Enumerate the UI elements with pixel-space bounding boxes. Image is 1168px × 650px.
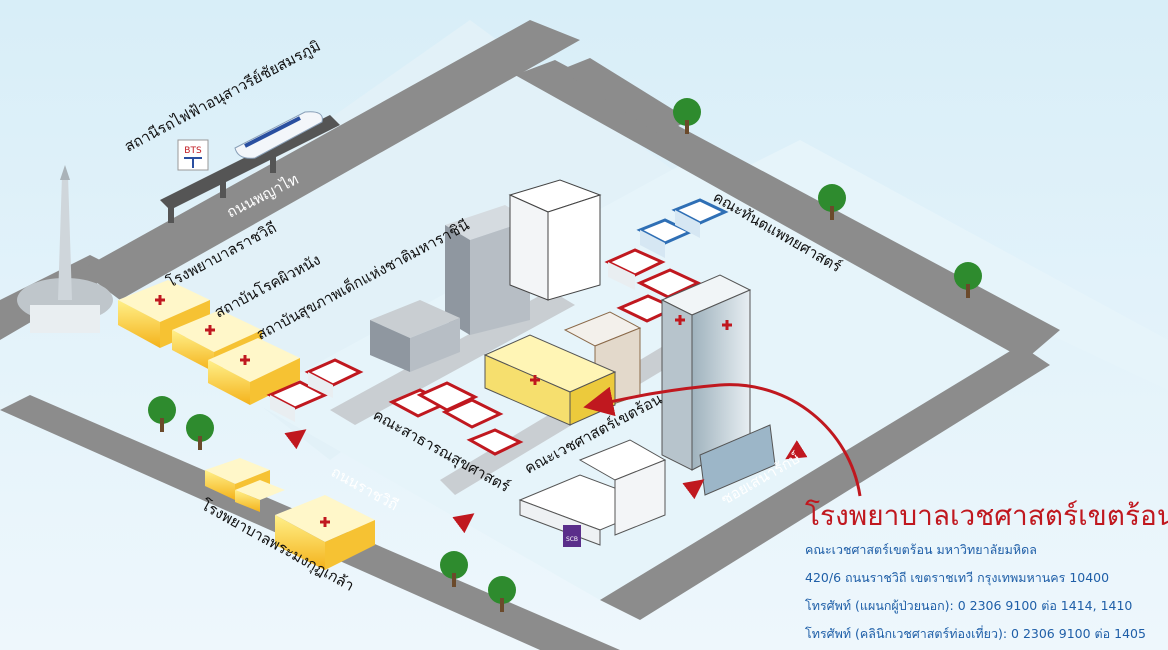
tree-icon — [954, 262, 982, 298]
red-roof-buildings — [266, 248, 702, 456]
hospital-title: โรงพยาบาลเวชศาสตร์เขตร้อน — [805, 499, 1168, 532]
tropical-medicine-building — [483, 334, 617, 426]
ratchawithi-buildings — [118, 280, 300, 405]
tree-icon — [148, 396, 176, 432]
tall-buildings — [370, 179, 642, 411]
tree-icon — [673, 98, 701, 134]
hospital-pointer-arrow — [583, 383, 862, 497]
pramongkut-buildings — [205, 458, 375, 570]
bts-logo-text: BTS — [184, 146, 202, 156]
dentistry-buildings — [636, 198, 729, 258]
victory-monument-icon — [17, 165, 113, 333]
hospital-tower — [660, 274, 776, 496]
tree-icon — [440, 551, 468, 587]
hospital-faculty: คณะเวชศาสตร์เขตร้อน มหาวิทยาลัยมหิดล — [805, 542, 1037, 557]
hospital-phone-travel-clinic: โทรศัพท์ (คลินิกเวชศาสตร์ท่องเที่ยว): 0 … — [805, 626, 1146, 641]
tree-icons — [148, 98, 982, 612]
bank-logo-icon: SCB — [563, 525, 581, 547]
bts-train-icon — [160, 111, 340, 223]
front-building — [518, 439, 667, 546]
tree-icon — [488, 576, 516, 612]
entrance-arrows — [284, 429, 808, 534]
hospital-address: 420/6 ถนนราชวิถี เขตราชเทวี กรุงเทพมหานค… — [805, 570, 1110, 585]
hospital-phone-outpatient: โทรศัพท์ (แผนกผู้ป่วยนอก): 0 2306 9100 ต… — [805, 598, 1133, 613]
bank-logo-text: SCB — [566, 536, 578, 543]
road-east-segment — [515, 60, 1060, 360]
hospital-info-panel: โรงพยาบาลเวชศาสตร์เขตร้อน คณะเวชศาสตร์เข… — [805, 496, 1168, 648]
tree-icon — [818, 184, 846, 220]
road-phayathai-segment — [80, 20, 580, 300]
bts-logo-icon: BTS — [177, 139, 209, 171]
tree-icon — [186, 414, 214, 450]
road-soi-senarak — [600, 345, 1050, 620]
